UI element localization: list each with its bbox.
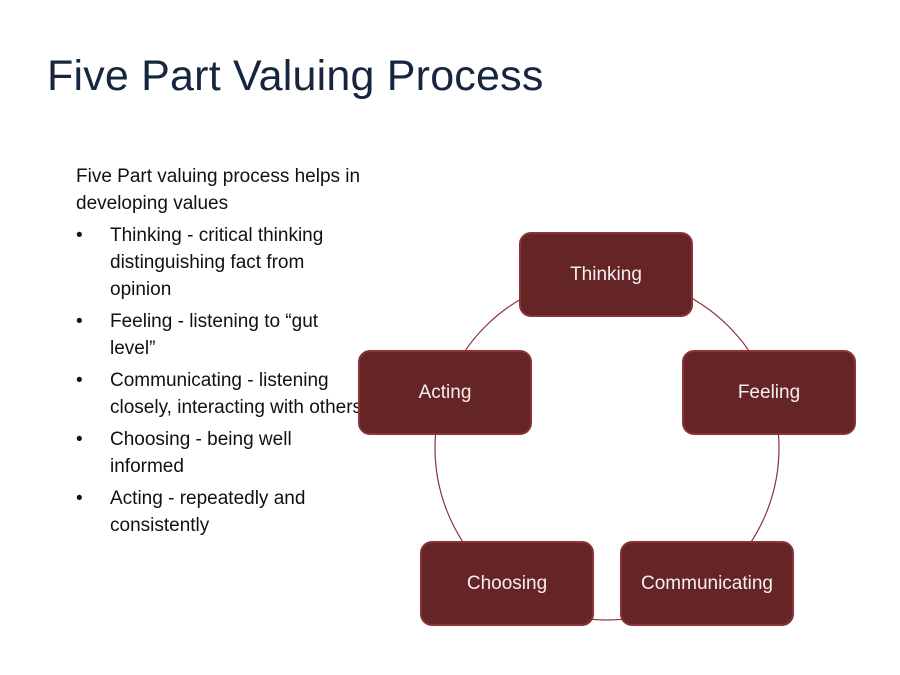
bullet-text: Acting - repeatedly and consistently <box>110 488 306 536</box>
bullet-icon: • <box>76 429 83 450</box>
node-label: Acting <box>418 381 472 403</box>
bullet-list: • Thinking - critical thinking distinguis… <box>76 222 366 544</box>
bullet-icon: • <box>76 488 83 509</box>
intro-text: Five Part valuing process helps in devel… <box>76 166 361 214</box>
bullet-icon: • <box>76 370 83 391</box>
bullet-icon: • <box>76 225 83 246</box>
bullet-text: Communicating - listening closely, inter… <box>110 370 363 418</box>
bullet-text: Thinking - critical thinking distinguish… <box>110 225 324 300</box>
node-label: Thinking <box>570 263 642 285</box>
bullet-text: Choosing - being well informed <box>110 429 292 477</box>
slide-title: Five Part Valuing Process <box>47 52 544 100</box>
cycle-node-thinking: Thinking <box>519 232 693 317</box>
bullet-item: • Choosing - being well informed <box>76 426 366 480</box>
bullet-item: • Communicating - listening closely, inte… <box>76 367 366 421</box>
cycle-node-choosing: Choosing <box>420 541 594 626</box>
cycle-node-acting: Acting <box>358 350 532 435</box>
node-label: Feeling <box>737 381 801 403</box>
node-label: Communicating <box>641 572 773 594</box>
bullet-item: • Feeling - listening to “gut level” <box>76 308 366 362</box>
bullet-item: • Acting - repeatedly and consistently <box>76 485 366 539</box>
cycle-node-feeling: Feeling <box>682 350 856 435</box>
cycle-node-communicating: Communicating <box>620 541 794 626</box>
bullet-text: Feeling - listening to “gut level” <box>110 311 319 359</box>
bullet-icon: • <box>76 311 83 332</box>
node-label: Choosing <box>466 572 548 594</box>
bullet-item: • Thinking - critical thinking distinguis… <box>76 222 366 303</box>
